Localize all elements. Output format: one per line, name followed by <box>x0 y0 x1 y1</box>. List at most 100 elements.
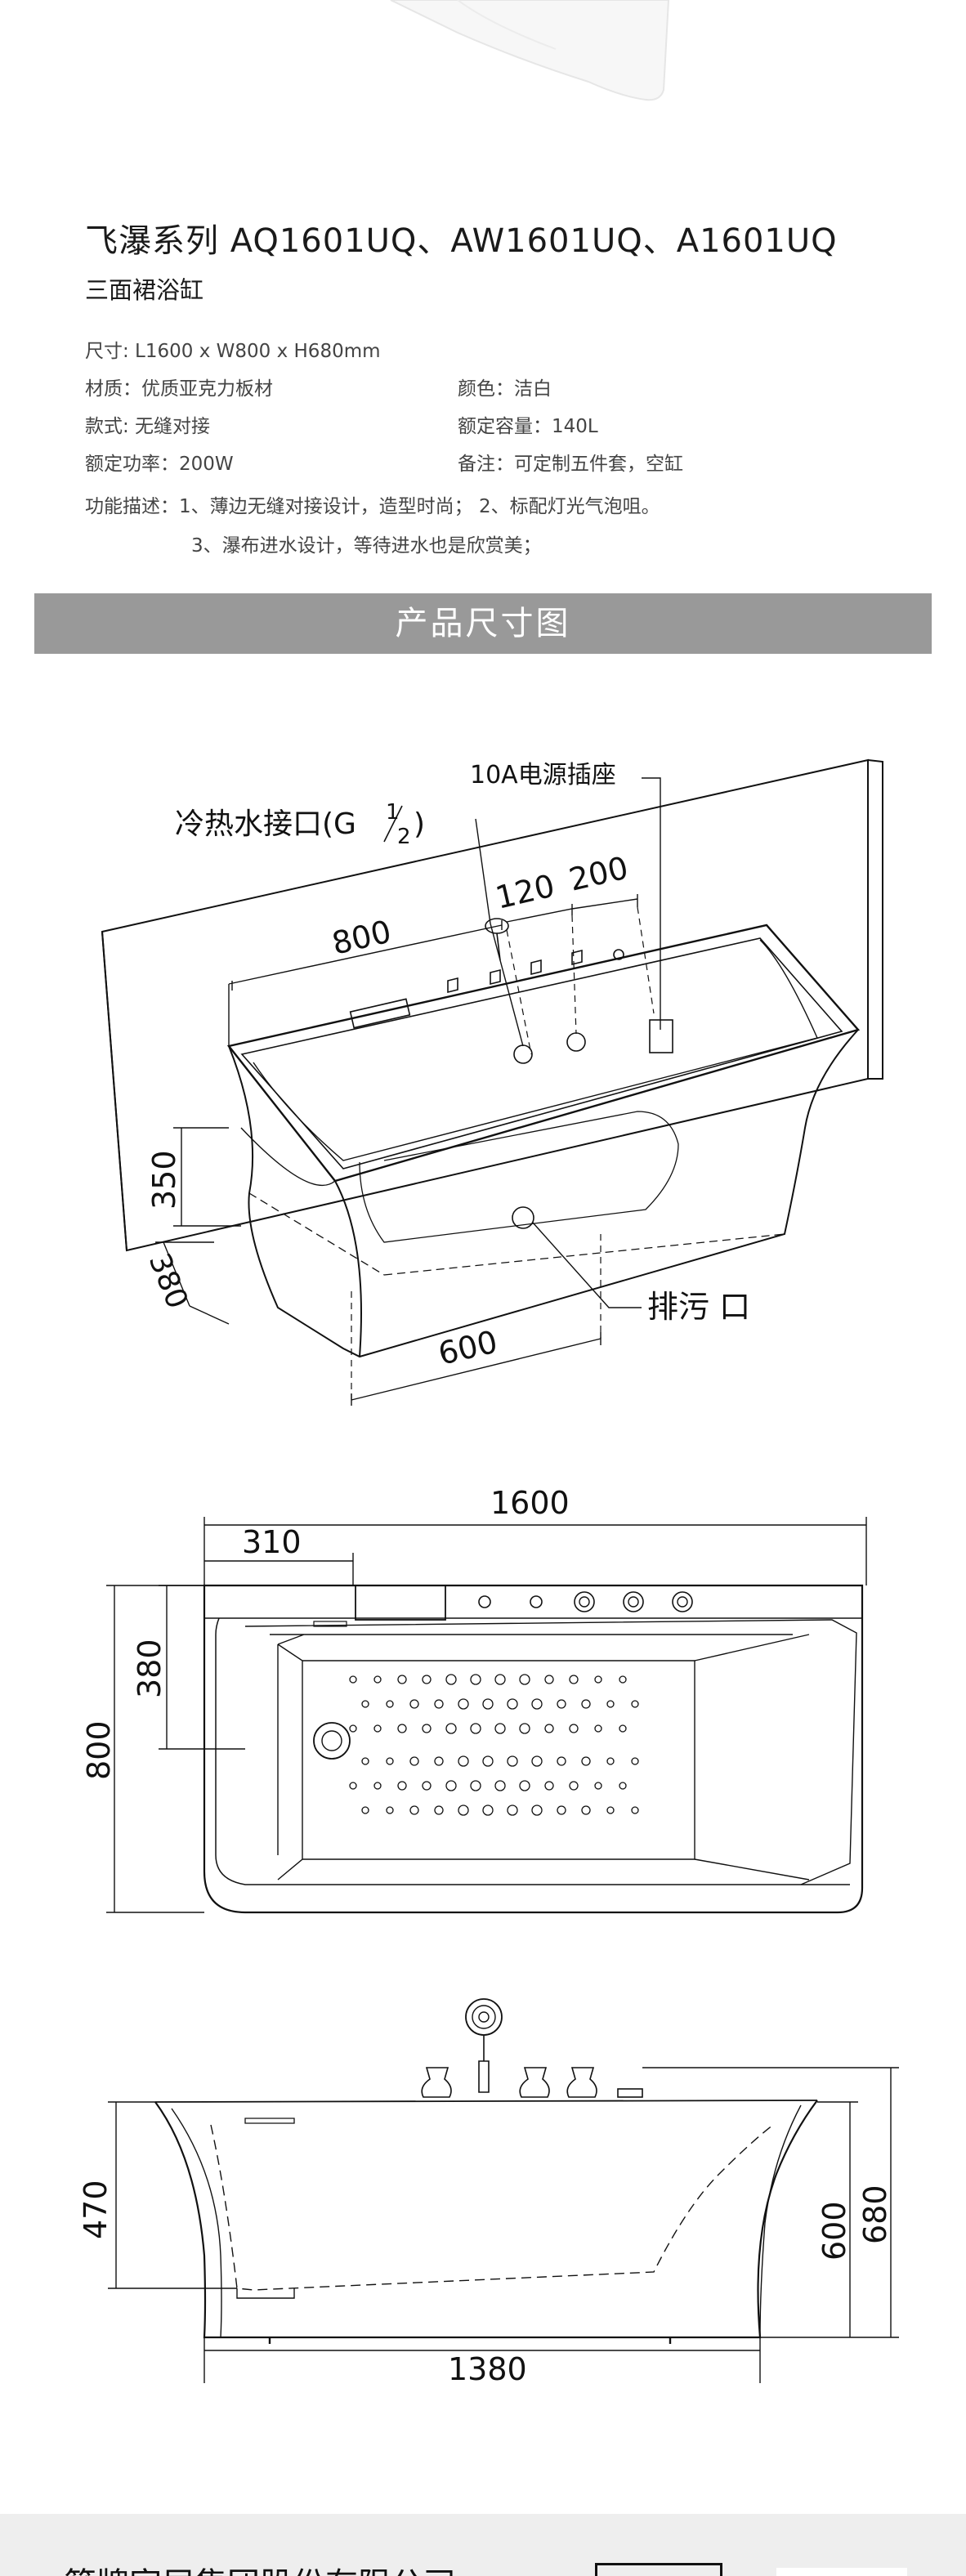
air-jet-dot <box>445 1674 457 1685</box>
air-jet-dot <box>557 1699 566 1709</box>
label-power-socket: 10A电源插座 <box>470 761 616 789</box>
section-banner: 产品尺寸图 <box>34 593 932 654</box>
air-jet-dot <box>631 1806 639 1814</box>
air-jet-dot <box>519 1780 530 1791</box>
air-jet-dot <box>409 1805 419 1815</box>
label-dim-120: 120 <box>492 868 558 916</box>
tub-body <box>228 1029 859 1358</box>
section-banner-title: 产品尺寸图 <box>395 605 571 642</box>
air-jet-dot <box>349 1782 357 1790</box>
air-jet-dot <box>631 1700 639 1708</box>
air-jet-dot <box>569 1781 579 1791</box>
label-inlet-frac-close: ) <box>414 807 425 841</box>
air-jet-dot <box>619 1724 627 1733</box>
air-jet-dot <box>544 1724 554 1733</box>
air-jet-dot <box>434 1756 444 1766</box>
air-jet-dot <box>397 1724 407 1733</box>
air-jet-dot <box>349 1675 357 1684</box>
air-jet-dot <box>581 1805 591 1815</box>
air-jet-dot <box>445 1723 457 1734</box>
tub-basin <box>253 939 818 1161</box>
air-jet-dot <box>373 1724 382 1733</box>
air-jet-dot <box>397 1781 407 1791</box>
air-jet-dot <box>470 1723 481 1734</box>
air-jet-dot <box>482 1698 494 1710</box>
air-jet-dot <box>458 1755 469 1767</box>
label-drain: 排污 口 <box>647 1289 750 1325</box>
tub-top-outline <box>203 1584 864 1914</box>
air-jet-dot <box>519 1674 530 1685</box>
air-jet-dot <box>531 1698 543 1710</box>
product-title: 飞瀑系列 AQ1601UQ、AW1601UQ、A1601UQ <box>85 222 838 260</box>
air-jet-dot <box>594 1782 602 1790</box>
label-water-inlet: 冷热水接口(G <box>175 807 356 841</box>
air-jet-dot <box>361 1700 369 1708</box>
air-jet-dot <box>482 1755 494 1767</box>
air-jet-dot <box>386 1757 394 1765</box>
air-jet-dot <box>569 1724 579 1733</box>
air-jet-dot <box>458 1805 469 1816</box>
footer-logo <box>595 2563 722 2576</box>
air-jet-dot <box>386 1806 394 1814</box>
air-jet-dot <box>581 1699 591 1709</box>
label-dim-680: 680 <box>857 2185 893 2244</box>
air-jet-dot <box>619 1782 627 1790</box>
air-jet-dot <box>544 1675 554 1684</box>
air-jet-dot <box>470 1674 481 1685</box>
air-jet-dot <box>544 1781 554 1791</box>
air-jet-dot <box>422 1675 432 1684</box>
air-jet-dot <box>361 1757 369 1765</box>
air-jet-dot <box>397 1675 407 1684</box>
air-jet-dot <box>445 1780 457 1791</box>
spec-size: 尺寸: L1600 x W800 x H680mm <box>85 341 381 362</box>
spec-material: 材质：优质亚克力板材 <box>85 378 273 400</box>
label-dim-600: 600 <box>816 2201 852 2261</box>
air-jet-dot <box>581 1756 591 1766</box>
air-jet-dot <box>458 1698 469 1710</box>
air-jet-dot <box>507 1698 518 1710</box>
product-photo-remnant <box>390 0 670 101</box>
label-inlet-frac-den: 2 <box>397 825 411 849</box>
air-jet-dot <box>557 1805 566 1815</box>
spec-features-line2: 3、瀑布进水设计，等待进水也是欣赏美； <box>191 535 542 557</box>
label-dim-380: 380 <box>132 1639 168 1698</box>
air-jet-dot <box>519 1723 530 1734</box>
side-view-diagram: 470 600 680 1380 <box>78 1998 899 2387</box>
label-inlet-frac-num: 1 <box>386 800 400 825</box>
air-jet-dot <box>422 1781 432 1791</box>
air-jet-dot <box>557 1756 566 1766</box>
air-jet-dot <box>594 1724 602 1733</box>
top-view-diagram: 1600 310 380 800 <box>81 1485 867 1914</box>
label-dim-1600: 1600 <box>490 1485 570 1521</box>
tub-side-outline <box>154 2100 818 2339</box>
air-jet-dot <box>594 1675 602 1684</box>
air-jet-dot <box>569 1675 579 1684</box>
label-dim-310: 310 <box>242 1524 302 1560</box>
wall-thickness <box>101 759 883 1251</box>
footer-logo-box <box>776 2568 907 2576</box>
air-jet-dot <box>494 1723 506 1734</box>
label-dim-380: 380 <box>142 1249 195 1313</box>
spec-style: 款式: 无缝对接 <box>85 416 211 437</box>
air-jet-dot <box>606 1806 615 1814</box>
air-jet-dot <box>373 1782 382 1790</box>
label-dim-800: 800 <box>81 1720 117 1780</box>
spec-color: 颜色：洁白 <box>458 378 552 400</box>
air-jet-dot <box>422 1724 432 1733</box>
air-jet-dot <box>606 1700 615 1708</box>
air-jet-dot <box>507 1755 518 1767</box>
air-jet-dot <box>470 1780 481 1791</box>
air-jet-dot <box>619 1675 627 1684</box>
spec-note: 备注：可定制五件套，空缸 <box>458 454 683 475</box>
air-jet-dot <box>349 1724 357 1733</box>
label-dim-350: 350 <box>146 1150 182 1210</box>
spec-capacity: 额定容量：140L <box>458 416 598 437</box>
air-jet-dot <box>494 1780 506 1791</box>
air-jet-dot <box>434 1699 444 1709</box>
air-jet-dot <box>482 1805 494 1816</box>
air-jet-dot <box>361 1806 369 1814</box>
air-jet-dot <box>631 1757 639 1765</box>
air-jet-dot <box>531 1805 543 1816</box>
label-dim-200: 200 <box>566 850 632 898</box>
air-jet-dot <box>386 1700 394 1708</box>
